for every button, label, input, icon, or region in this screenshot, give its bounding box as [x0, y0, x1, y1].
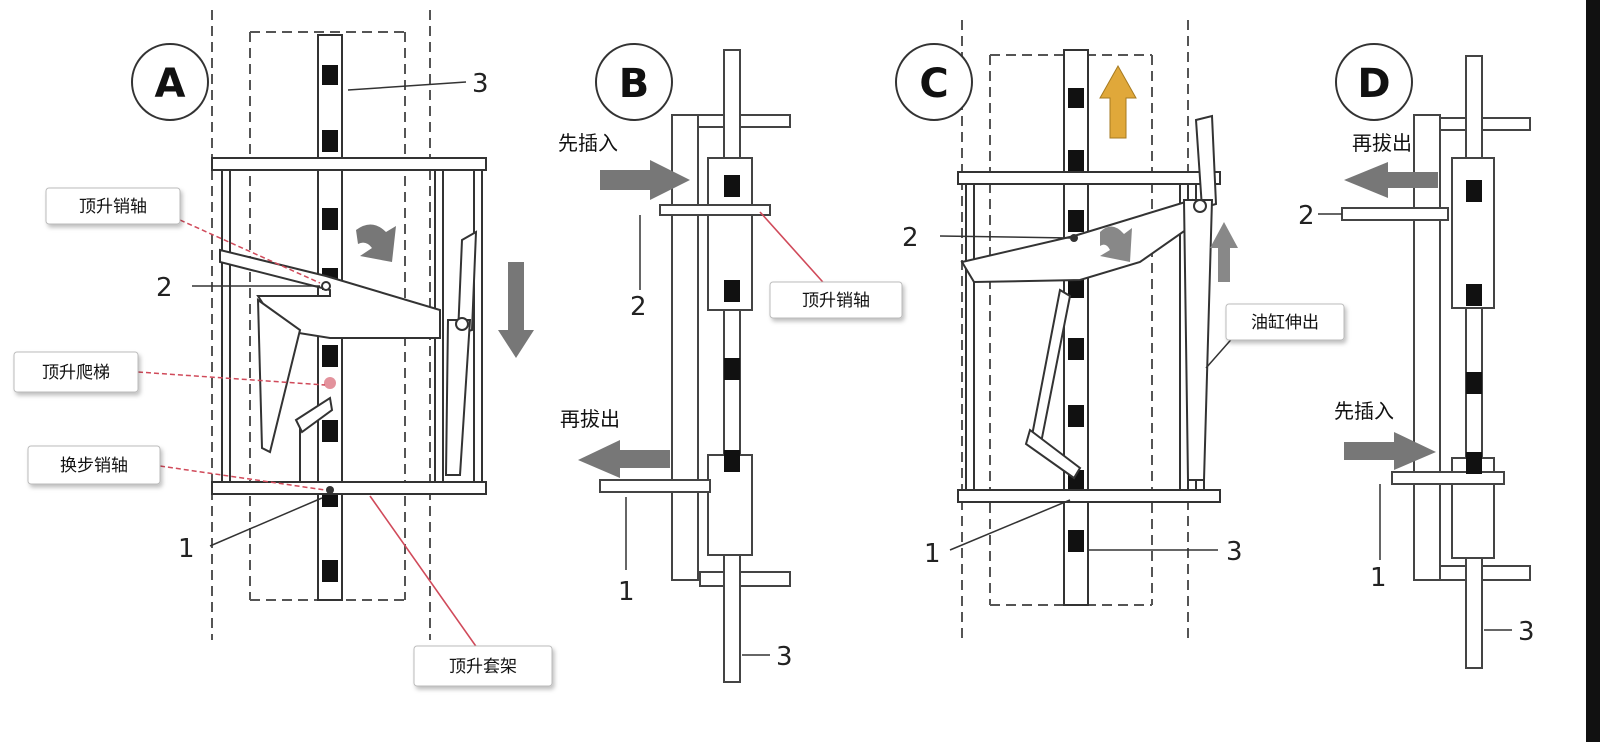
label-pull-out-b: 再拔出: [560, 407, 620, 431]
panel-b-number-2: 2: [630, 292, 647, 322]
panel-d-insert-arrow: [1344, 432, 1436, 470]
label-insert-first-b: 先插入: [558, 131, 618, 155]
label-jacking-frame: 顶升套架: [449, 657, 517, 677]
panel-a-number-1: 1: [178, 534, 195, 564]
label-jacking-pin-a: 顶升销轴: [79, 197, 147, 217]
panel-b-letter: B: [619, 61, 650, 107]
label-insert-first-d: 先插入: [1334, 399, 1394, 423]
panel-a-cylinder: [444, 230, 478, 476]
label-jacking-pin-b: 顶升销轴: [802, 291, 870, 311]
right-edge-bar: [1586, 0, 1600, 742]
panel-c-up-arrow-top: [1099, 64, 1137, 139]
label-pull-out-d: 再拔出: [1352, 131, 1412, 155]
label-step-pin: 换步销轴: [60, 456, 128, 476]
panel-d: D 再拔出 先插入 2 1 3: [1298, 43, 1535, 669]
panel-b-pull-arrow: [578, 440, 670, 478]
label-jacking-ladder: 顶升爬梯: [42, 363, 110, 383]
panel-c-number-1: 1: [924, 539, 941, 569]
panel-d-number-2: 2: [1298, 201, 1315, 231]
panel-c-number-3: 3: [1226, 537, 1243, 567]
panel-b: B 先插入 再拔出 顶升销轴 2 1 3: [558, 43, 903, 683]
panel-c: C 2 1 3 油缸伸出: [895, 20, 1345, 640]
panel-c-number-2: 2: [902, 223, 919, 253]
label-cylinder-extend: 油缸伸出: [1251, 312, 1319, 333]
panel-a-number-2: 2: [156, 273, 173, 303]
panel-d-letter: D: [1357, 61, 1390, 107]
panel-b-number-3: 3: [776, 642, 793, 672]
panel-a-letter: A: [155, 61, 186, 107]
panel-d-number-3: 3: [1518, 617, 1535, 647]
panel-a-tower: [211, 10, 431, 640]
panel-a-down-arrow: [498, 262, 534, 358]
panel-a-rotate-arrow: [356, 224, 396, 262]
panel-a-number-3: 3: [472, 69, 489, 99]
panel-c-letter: C: [919, 61, 948, 107]
panel-c-ladder: [1063, 49, 1089, 606]
panel-d-pull-arrow: [1344, 162, 1438, 198]
panel-b-insert-arrow: [600, 160, 690, 200]
panel-c-up-arrow-cylinder: [1210, 222, 1238, 282]
panel-a-beam: [219, 248, 441, 482]
panel-b-number-1: 1: [618, 577, 635, 607]
panel-d-number-1: 1: [1370, 563, 1387, 593]
panel-a: A 3 2 1 顶升销轴 顶升爬梯 换步销轴 顶升套架: [13, 10, 553, 687]
